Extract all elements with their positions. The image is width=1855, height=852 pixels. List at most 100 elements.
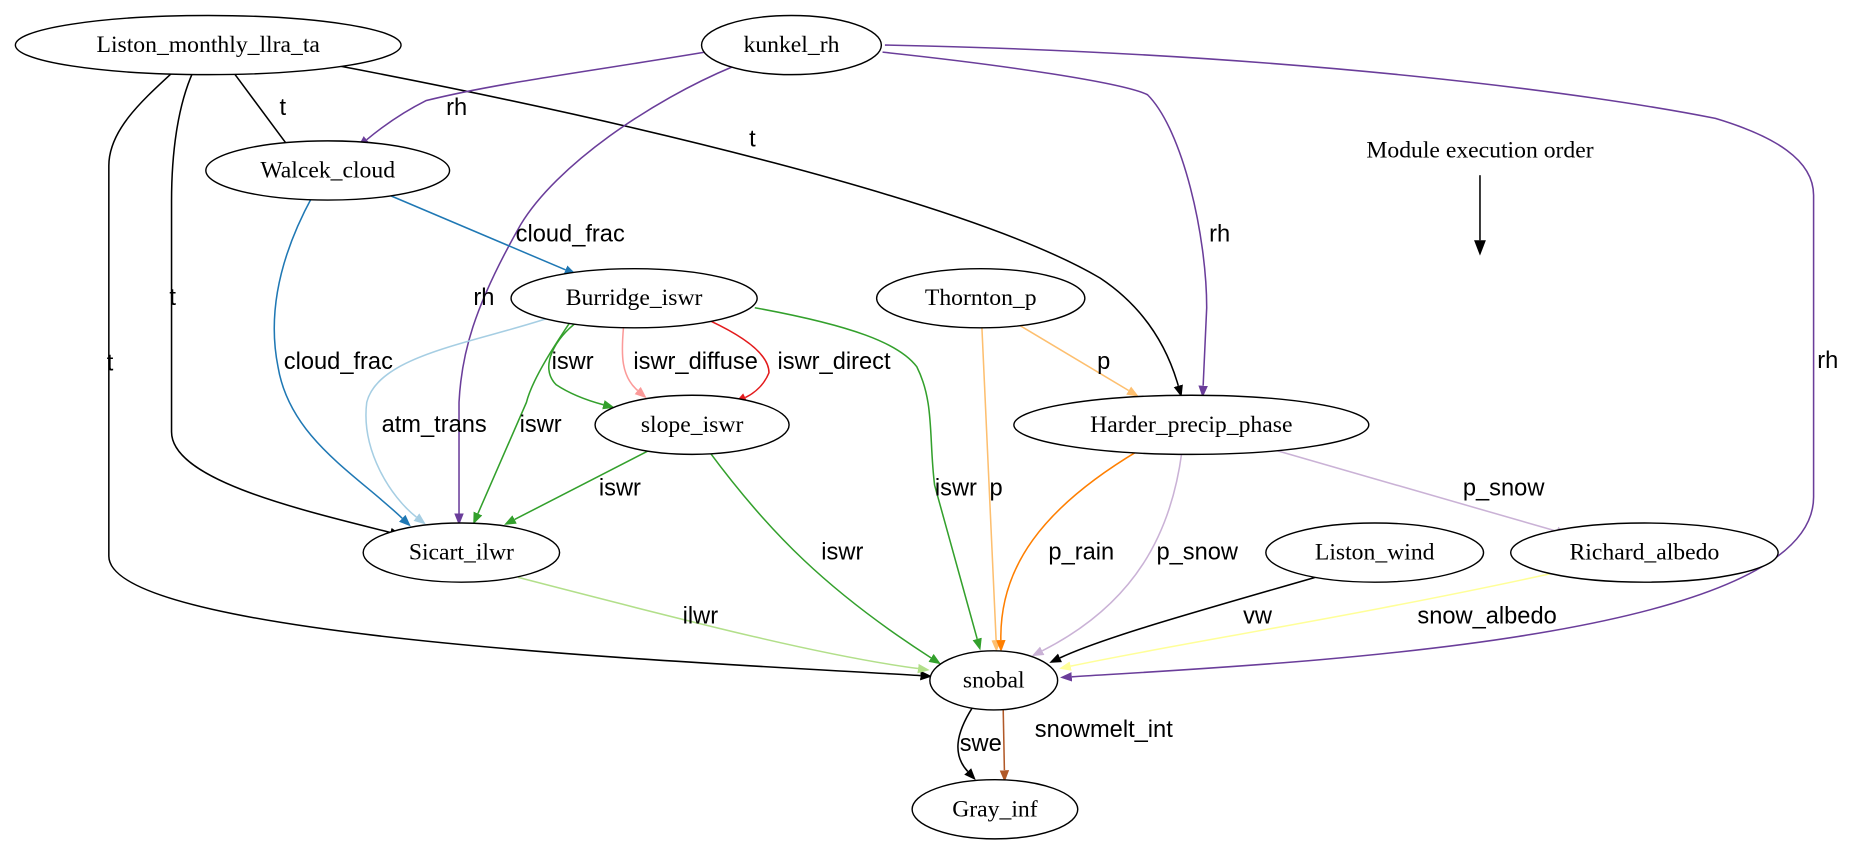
edges-layer: ttttrhrhrhrhcloud_fraccloud_fracatm_tran…: [107, 44, 1838, 783]
node-label: snobal: [963, 667, 1025, 693]
edge-line: [233, 72, 296, 157]
node-gray-inf: Gray_inf: [911, 779, 1079, 840]
edge-label: iswr: [599, 476, 641, 502]
edge-line: [1277, 450, 1569, 536]
edge-line: [357, 51, 706, 148]
legend-label: Module execution order: [1366, 137, 1593, 163]
edge-liston-monthly-llra-ta-to-walcek-cloud: t: [233, 72, 296, 157]
edge-burridge-iswr-to-slope-iswr: iswr_direct: [709, 320, 891, 403]
node-burridge-iswr: Burridge_iswr: [510, 267, 758, 329]
edge-burridge-iswr-to-snobal: iswr: [754, 306, 982, 651]
edge-label: iswr_diffuse: [633, 349, 757, 375]
edge-line: [108, 71, 933, 681]
node-label: slope_iswr: [641, 412, 744, 438]
edge-burridge-iswr-to-sicart-ilwr: iswr: [473, 321, 571, 525]
node-label: Burridge_iswr: [566, 285, 703, 311]
node-ellipse: [594, 394, 790, 456]
node-walcek-cloud: Walcek_cloud: [205, 140, 451, 201]
edge-label: iswr: [821, 540, 863, 566]
edge-line: [334, 64, 1183, 398]
edge-line: [709, 320, 770, 403]
edge-line: [754, 306, 982, 651]
edge-harder-precip-phase-to-snobal: p_snow: [1031, 451, 1239, 657]
edge-kunkel-rh-to-harder-precip-phase: rh: [882, 51, 1230, 398]
node-label: Gray_inf: [952, 796, 1038, 822]
edge-line: [273, 196, 411, 527]
edge-label: snow_albedo: [1417, 603, 1556, 629]
edge-burridge-iswr-to-slope-iswr: iswr: [548, 321, 615, 410]
edge-richard-albedo-to-snobal: snow_albedo: [1059, 573, 1557, 671]
edge-line: [386, 193, 577, 275]
node-ellipse: [929, 650, 1059, 711]
node-label: Liston_monthly_llra_ta: [97, 32, 321, 58]
edge-label: t: [279, 95, 286, 121]
edge-liston-monthly-llra-ta-to-sicart-ilwr: t: [169, 71, 402, 538]
node-label: Richard_albedo: [1570, 540, 1720, 566]
node-ellipse: [700, 14, 883, 76]
edge-label: rh: [446, 95, 467, 121]
node-ellipse: [911, 779, 1079, 840]
edge-liston-wind-to-snobal: vw: [1049, 575, 1320, 663]
edge-snobal-to-gray-inf: snowmelt_int: [999, 709, 1173, 783]
node-sicart-ilwr: Sicart_ilwr: [362, 522, 561, 583]
node-label: Sicart_ilwr: [409, 540, 514, 566]
edge-label: vw: [1243, 603, 1273, 629]
node-liston-wind: Liston_wind: [1265, 522, 1485, 583]
nodes-layer: Liston_monthly_llra_ta kunkel_rhWalcek_cl…: [14, 14, 1779, 840]
edge-line: [548, 321, 615, 410]
edge-label: rh: [1209, 221, 1230, 247]
node-ellipse: [875, 267, 1086, 329]
edge-label: rh: [1817, 348, 1838, 374]
edge-liston-monthly-llra-ta-to-snobal: t: [107, 71, 933, 681]
edge-walcek-cloud-to-burridge-iswr: cloud_frac: [386, 193, 625, 275]
edge-walcek-cloud-to-sicart-ilwr: cloud_frac: [273, 196, 411, 527]
node-ellipse: [14, 14, 402, 76]
edge-thornton-p-to-harder-precip-phase: p: [1019, 324, 1139, 397]
edge-label: p: [990, 476, 1003, 502]
edge-line: [708, 450, 941, 665]
edge-label: iswr: [552, 349, 594, 375]
node-label: kunkel_rh: [743, 32, 839, 58]
node-slope-iswr: slope_iswr: [594, 394, 790, 456]
edge-harder-precip-phase-to-richard-albedo: p_snow: [1277, 450, 1569, 536]
node-richard-albedo: Richard_albedo: [1510, 522, 1779, 583]
node-harder-precip-phase: Harder_precip_phase: [1013, 394, 1370, 456]
node-ellipse: [1510, 522, 1779, 583]
edge-label: cloud_frac: [284, 349, 393, 375]
edge-label: p_rain: [1048, 540, 1114, 566]
edge-line: [882, 51, 1208, 398]
edge-kunkel-rh-to-walcek-cloud: rh: [357, 51, 706, 148]
edge-snobal-to-gray-inf: swe: [957, 707, 1002, 781]
edge-label: iswr: [935, 476, 977, 502]
node-ellipse: [1013, 394, 1370, 456]
edge-label: atm_trans: [382, 412, 487, 438]
edge-label: iswr_direct: [778, 349, 891, 375]
edge-label: p_snow: [1463, 476, 1545, 502]
node-thornton-p: Thornton_p: [875, 267, 1086, 329]
edge-label: t: [749, 127, 756, 153]
edge-label: p: [1097, 349, 1110, 375]
node-liston-monthly-llra-ta: Liston_monthly_llra_ta: [14, 14, 402, 76]
edge-harder-precip-phase-to-snobal: p_rain: [996, 450, 1139, 652]
edge-line: [365, 316, 552, 525]
edge-label: t: [107, 350, 114, 376]
edge-thornton-p-to-snobal: p: [981, 327, 1003, 652]
edge-label: ilwr: [683, 603, 719, 629]
edge-line: [504, 450, 649, 525]
node-snobal: snobal: [929, 650, 1059, 711]
edge-liston-monthly-llra-ta-to-harder-precip-phase: t: [334, 64, 1183, 398]
edge-line: [1059, 573, 1550, 671]
edge-label: cloud_frac: [516, 221, 625, 247]
execution-order-legend: Module execution order: [1366, 137, 1594, 256]
node-ellipse: [1265, 522, 1485, 583]
node-label: Walcek_cloud: [260, 157, 395, 183]
edge-line: [996, 450, 1139, 652]
edge-line: [1019, 324, 1139, 397]
edge-line: [957, 707, 976, 781]
node-label: Thornton_p: [925, 285, 1037, 311]
edge-line: [999, 709, 1010, 783]
node-label: Harder_precip_phase: [1090, 412, 1292, 438]
edge-kunkel-rh-to-sicart-ilwr: rh: [454, 65, 734, 526]
edge-line: [981, 327, 1001, 652]
